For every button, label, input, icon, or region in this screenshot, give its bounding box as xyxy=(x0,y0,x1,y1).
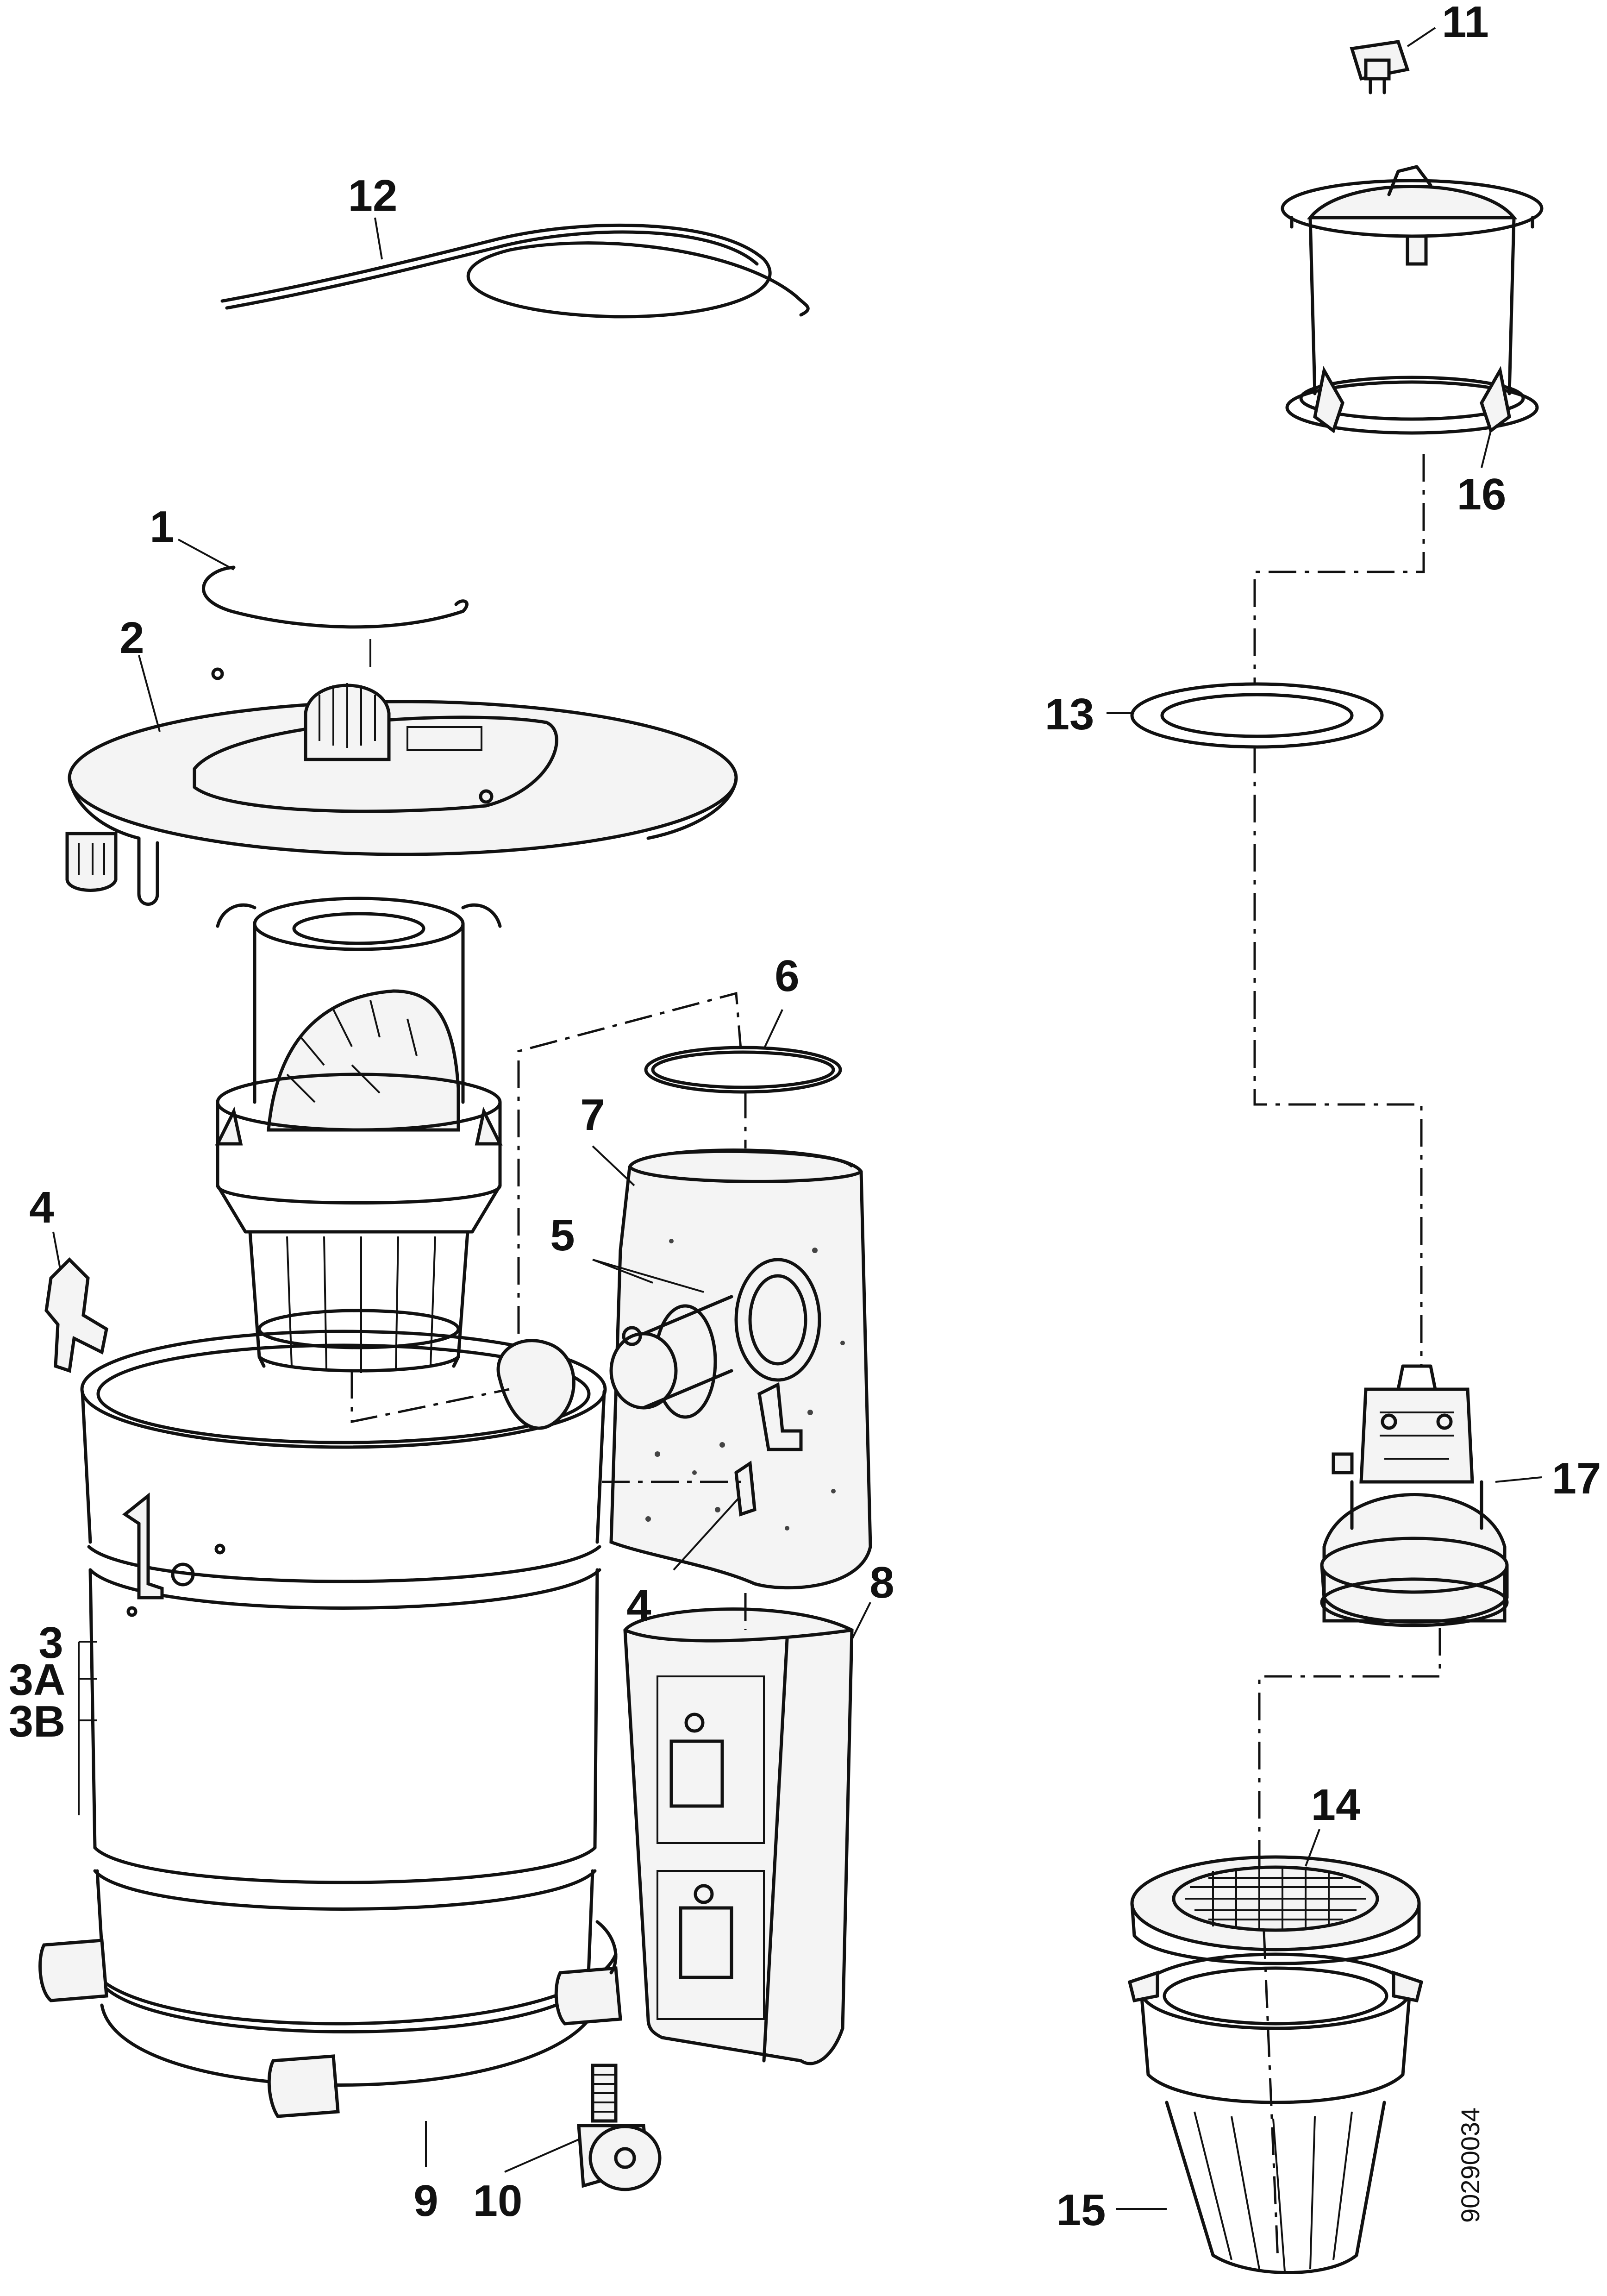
callout-3: 3 xyxy=(38,1618,63,1668)
callout-6: 6 xyxy=(775,951,799,1001)
callout-leaders xyxy=(78,217,579,2173)
drawing-code: 90290034 xyxy=(1456,2108,1485,2223)
part-4-clip-lower xyxy=(673,1460,757,1571)
callout-10: 10 xyxy=(473,2176,523,2226)
assembly-centerlines xyxy=(350,454,1441,2260)
part-2-lid xyxy=(65,639,738,906)
callout-3a: 3A xyxy=(9,1655,66,1705)
part-11-switch xyxy=(1350,27,1436,94)
callout-9: 9 xyxy=(413,2176,438,2226)
callout-13: 13 xyxy=(1045,690,1094,739)
callout-5: 5 xyxy=(550,1211,575,1260)
callout-1: 1 xyxy=(150,502,174,552)
part-14-filter-screen xyxy=(1130,1829,1421,1965)
callout-3b: 3B xyxy=(9,1697,66,1746)
part-12-power-cord xyxy=(220,223,810,319)
callout-15: 15 xyxy=(1057,2185,1106,2235)
part-3-drum xyxy=(80,1330,607,2033)
part-13-seal-ring xyxy=(1107,682,1384,749)
callout-14: 14 xyxy=(1311,1780,1361,1830)
part-17-motor xyxy=(1320,1364,1542,1627)
callout-7: 7 xyxy=(580,1090,605,1140)
callout-17: 17 xyxy=(1552,1454,1601,1503)
part-8-paper-bag xyxy=(623,1602,871,2065)
part-4-clip-upper xyxy=(44,1231,108,1373)
callout-labels: 1 2 3 3A 3B 4 4 5 6 7 8 9 10 11 12 13 14… xyxy=(9,0,1601,2235)
callout-11: 11 xyxy=(1442,0,1488,47)
callout-4-upper: 4 xyxy=(29,1183,54,1232)
callout-4-lower: 4 xyxy=(626,1581,651,1631)
part-16-motor-housing xyxy=(1281,165,1544,468)
part-7-cloth-filter xyxy=(592,1145,872,1590)
callout-12: 12 xyxy=(348,171,398,220)
part-6-gasket xyxy=(644,1009,842,1094)
part-10-caster xyxy=(577,2064,662,2191)
motor-cage-assembly xyxy=(215,897,503,1373)
part-5-inlet xyxy=(592,1259,704,1293)
callout-2: 2 xyxy=(119,613,144,663)
part-9-dolly xyxy=(38,1920,622,2167)
callout-8: 8 xyxy=(869,1558,894,1607)
callout-16: 16 xyxy=(1457,470,1507,519)
part-15-lower-cage xyxy=(1116,1952,1424,2274)
part-1-retaining-wire xyxy=(202,565,469,629)
